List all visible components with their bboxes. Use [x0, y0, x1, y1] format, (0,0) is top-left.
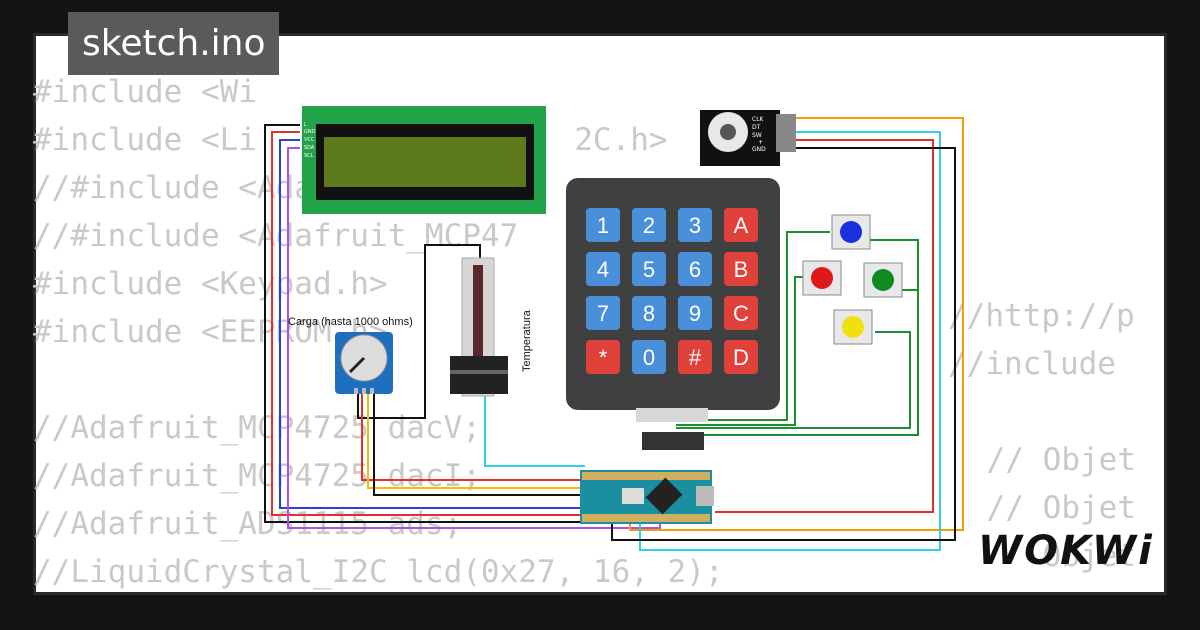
wire-pot-sig: [367, 393, 585, 489]
wire-slider-gnd: [357, 244, 481, 419]
pot-label: Carga (hasta 1000 ohms): [288, 316, 413, 328]
code-line: Objet: [968, 538, 1136, 574]
keypad-key-2[interactable]: [632, 208, 666, 242]
lcd-pin-label: SCL: [304, 153, 314, 159]
button-yellow[interactable]: [833, 309, 873, 345]
slider-handle[interactable]: [450, 356, 508, 394]
slider-label: Temperatura: [521, 309, 533, 372]
code-line: //Adafruit_MCP4725 dacV;: [33, 410, 481, 446]
wire-btn-yellow: [676, 331, 911, 429]
wire-btn-rail: [870, 239, 919, 290]
wire-lcd-sda: [279, 139, 585, 509]
wire-enc-vcc: [715, 139, 934, 513]
keypad-key-1[interactable]: [586, 208, 620, 242]
code-line: //include: [948, 346, 1116, 382]
wire-pot-gnd: [373, 393, 585, 496]
wire-enc-gnd: [611, 147, 956, 541]
encoder-pin-label: SW: [752, 132, 762, 139]
keypad-key-C[interactable]: [724, 296, 758, 330]
button-blue[interactable]: [831, 214, 871, 250]
keypad-key-label: 0: [643, 345, 655, 370]
keypad-key-9[interactable]: [678, 296, 712, 330]
lcd-display[interactable]: L GND VCC SDA SCL: [302, 106, 546, 214]
code-right-b: // Objet // Objet Objet: [968, 436, 1136, 580]
keypad-key-label: 5: [643, 257, 655, 282]
keypad-key-label: #: [689, 345, 702, 370]
keypad-key-label: 3: [689, 213, 701, 238]
lcd-pin-label: VCC: [304, 137, 315, 143]
code-line: #include <Wi: [33, 74, 257, 110]
rotary-encoder[interactable]: CLK DT SW + GND: [700, 110, 796, 166]
keypad-key-label: 7: [597, 301, 609, 326]
encoder-pin-label: +: [758, 139, 763, 146]
keypad-key-label: 8: [643, 301, 655, 326]
encoder-pin-label: DT: [752, 124, 761, 131]
keypad-key-label: B: [734, 257, 749, 282]
keypad-key-6[interactable]: [678, 252, 712, 286]
keypad-key-3[interactable]: [678, 208, 712, 242]
keypad-key-label: C: [733, 301, 749, 326]
keypad-key-A[interactable]: [724, 208, 758, 242]
code-line: //http://p: [948, 298, 1135, 334]
slide-potentiometer[interactable]: Temperatura: [450, 257, 533, 397]
window-title[interactable]: sketch.ino: [68, 12, 280, 75]
lcd-pin-label: L: [304, 122, 307, 128]
code-line: // Objet: [968, 490, 1136, 526]
code-line: //Adafruit_MCP4725 dacI;: [33, 458, 481, 494]
code-line: //#include <Adafruit_MCP47: [33, 218, 519, 254]
wire-lcd-vcc: [271, 131, 585, 516]
code-line: #include <Li 2C.h>: [33, 122, 668, 158]
keypad-key-label: 4: [597, 257, 609, 282]
wire-enc-clk: [629, 117, 964, 531]
wire-lcd-gnd: [264, 124, 585, 523]
keypad-key-label: A: [734, 213, 749, 238]
keypad-key-label: 2: [643, 213, 655, 238]
lcd-pin-label: SDA: [304, 145, 315, 151]
code-line: //Adafruit_ADS1115 ads;: [33, 506, 463, 542]
wire-btn-green: [676, 289, 919, 436]
keypad-key-*[interactable]: [586, 340, 620, 374]
keypad-key-label: *: [599, 345, 608, 370]
code-right-a: //http://p //include: [948, 292, 1135, 388]
keypad-key-D[interactable]: [724, 340, 758, 374]
encoder-pin-label: CLK: [752, 116, 765, 123]
wire-slider-sig: [484, 395, 585, 467]
arduino-nano[interactable]: [580, 470, 714, 524]
keypad-key-label: 9: [689, 301, 701, 326]
rotary-potentiometer[interactable]: Carga (hasta 1000 ohms): [288, 316, 413, 394]
button-red[interactable]: [802, 260, 842, 296]
code-line: //LiquidCrystal_I2C lcd(0x27, 16, 2);: [33, 554, 724, 590]
keypad-key-4[interactable]: [586, 252, 620, 286]
keypad-key-5[interactable]: [632, 252, 666, 286]
keypad-key-label: 1: [597, 213, 609, 238]
wokwi-logo: WOKWi: [978, 528, 1154, 574]
code-line: // Objet: [968, 442, 1136, 478]
keypad-keys: 1 2 3 A 4 5 6 B 7 8 9 C * 0 # D: [586, 208, 758, 374]
keypad-key-#[interactable]: [678, 340, 712, 374]
keypad-key-B[interactable]: [724, 252, 758, 286]
keypad-key-8[interactable]: [632, 296, 666, 330]
keypad-key-7[interactable]: [586, 296, 620, 330]
keypad-key-0[interactable]: [632, 340, 666, 374]
encoder-pin-label: GND: [752, 146, 766, 153]
wire-btn-blue: [670, 231, 830, 421]
keypad-key-label: D: [733, 345, 749, 370]
lcd-pin-label: GND: [304, 129, 316, 135]
wire-pot-vcc: [361, 393, 585, 481]
button-green[interactable]: [863, 262, 903, 298]
keypad-key-label: 6: [689, 257, 701, 282]
code-line: #include <Keypad.h>: [33, 266, 388, 302]
wire-btn-red: [676, 276, 805, 426]
